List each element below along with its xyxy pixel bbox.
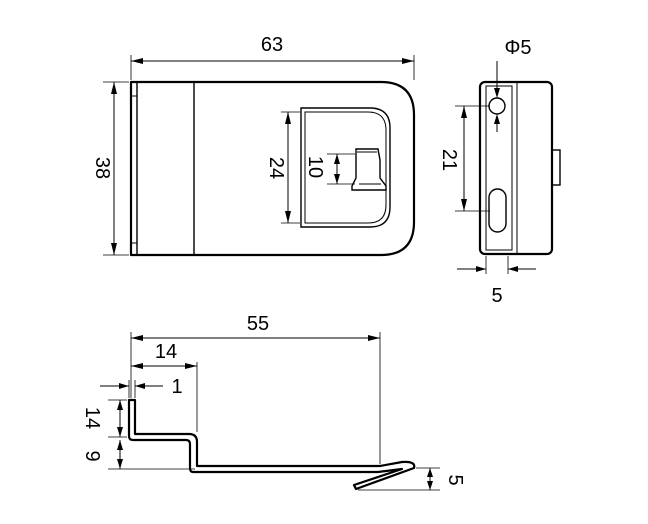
dim-10: 10 [304,153,355,185]
dim-label-9: 9 [81,450,103,461]
dim-38: 38 [91,81,129,256]
dim-14-vertical: 14 [81,399,127,438]
side-tab [551,149,561,186]
dim-label-21: 21 [438,149,460,171]
dim-label-10: 10 [304,156,326,178]
dim-63: 63 [130,34,415,80]
hinge-ticks [131,95,137,244]
front-plate-outline [129,80,416,257]
side-view: Φ5 21 5 [438,37,561,307]
dim-1: 1 [100,376,183,398]
dim-side-5: 5 [457,256,536,307]
dim-label-phi5: Φ5 [504,37,531,59]
mounting-slot [488,188,507,233]
dim-label-lip-5: 5 [444,474,466,485]
dim-label-38: 38 [91,157,113,179]
profile-view: 55 14 1 14 [81,313,466,491]
dim-lip-5: 5 [358,467,466,491]
dim-9: 9 [81,440,195,470]
tab-shape [351,148,387,191]
dim-label-14h: 14 [155,341,177,363]
slot-window-inner [304,111,387,224]
dim-label-24: 24 [265,157,287,179]
profile-bracket [127,398,416,491]
dim-label-14v: 14 [81,407,103,429]
dim-14-horizontal: 14 [131,341,198,432]
front-view: 63 38 24 10 [91,34,416,257]
dim-phi5: Φ5 [494,37,532,132]
dim-24: 24 [265,111,300,224]
dim-55: 55 [130,313,381,464]
dim-label-1: 1 [171,376,182,398]
dim-21: 21 [438,105,490,212]
dim-label-side-5: 5 [491,285,502,307]
dim-label-55: 55 [247,313,269,335]
dim-label-63: 63 [261,34,283,56]
side-inner-wall [485,85,513,251]
slot-window [300,107,391,228]
